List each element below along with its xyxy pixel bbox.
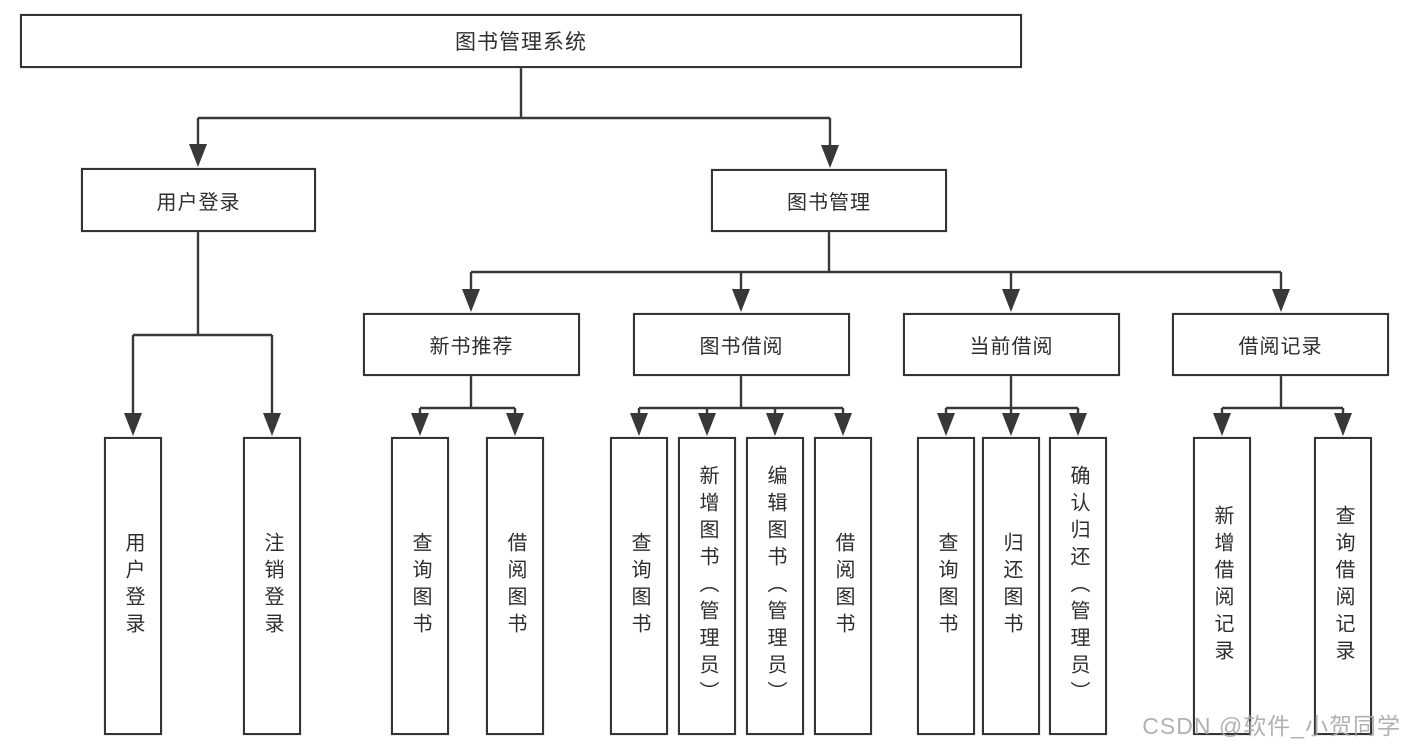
- arrowheads: [124, 144, 1352, 436]
- leaf-current-query-book: 查询图书: [917, 437, 975, 735]
- leaf-user-login: 用户登录: [104, 437, 162, 735]
- node-root-system: 图书管理系统: [20, 14, 1022, 68]
- node-current-borrow: 当前借阅: [903, 313, 1120, 376]
- leaf-edit-book-admin: 编辑图书（管理员）: [746, 437, 804, 735]
- leaf-return-book: 归还图书: [982, 437, 1040, 735]
- leaf-query-borrow-record: 查询借阅记录: [1314, 437, 1372, 735]
- leaf-logout: 注销登录: [243, 437, 301, 735]
- node-book-borrow: 图书借阅: [633, 313, 850, 376]
- leaf-recommend-query-book: 查询图书: [391, 437, 449, 735]
- node-user-login: 用户登录: [81, 168, 316, 232]
- node-book-management: 图书管理: [711, 169, 947, 232]
- leaf-recommend-borrow-book: 借阅图书: [486, 437, 544, 735]
- watermark-text: CSDN @软件_小贺同学: [1142, 713, 1401, 739]
- node-borrow-record: 借阅记录: [1172, 313, 1389, 376]
- leaf-confirm-return-admin: 确认归还（管理员）: [1049, 437, 1107, 735]
- leaf-add-book-admin: 新增图书（管理员）: [678, 437, 736, 735]
- leaf-borrow-query-book: 查询图书: [610, 437, 668, 735]
- node-new-book-recommend: 新书推荐: [363, 313, 580, 376]
- leaf-borrow-book: 借阅图书: [814, 437, 872, 735]
- leaf-add-borrow-record: 新增借阅记录: [1193, 437, 1251, 735]
- connector-paths: [131, 68, 1345, 421]
